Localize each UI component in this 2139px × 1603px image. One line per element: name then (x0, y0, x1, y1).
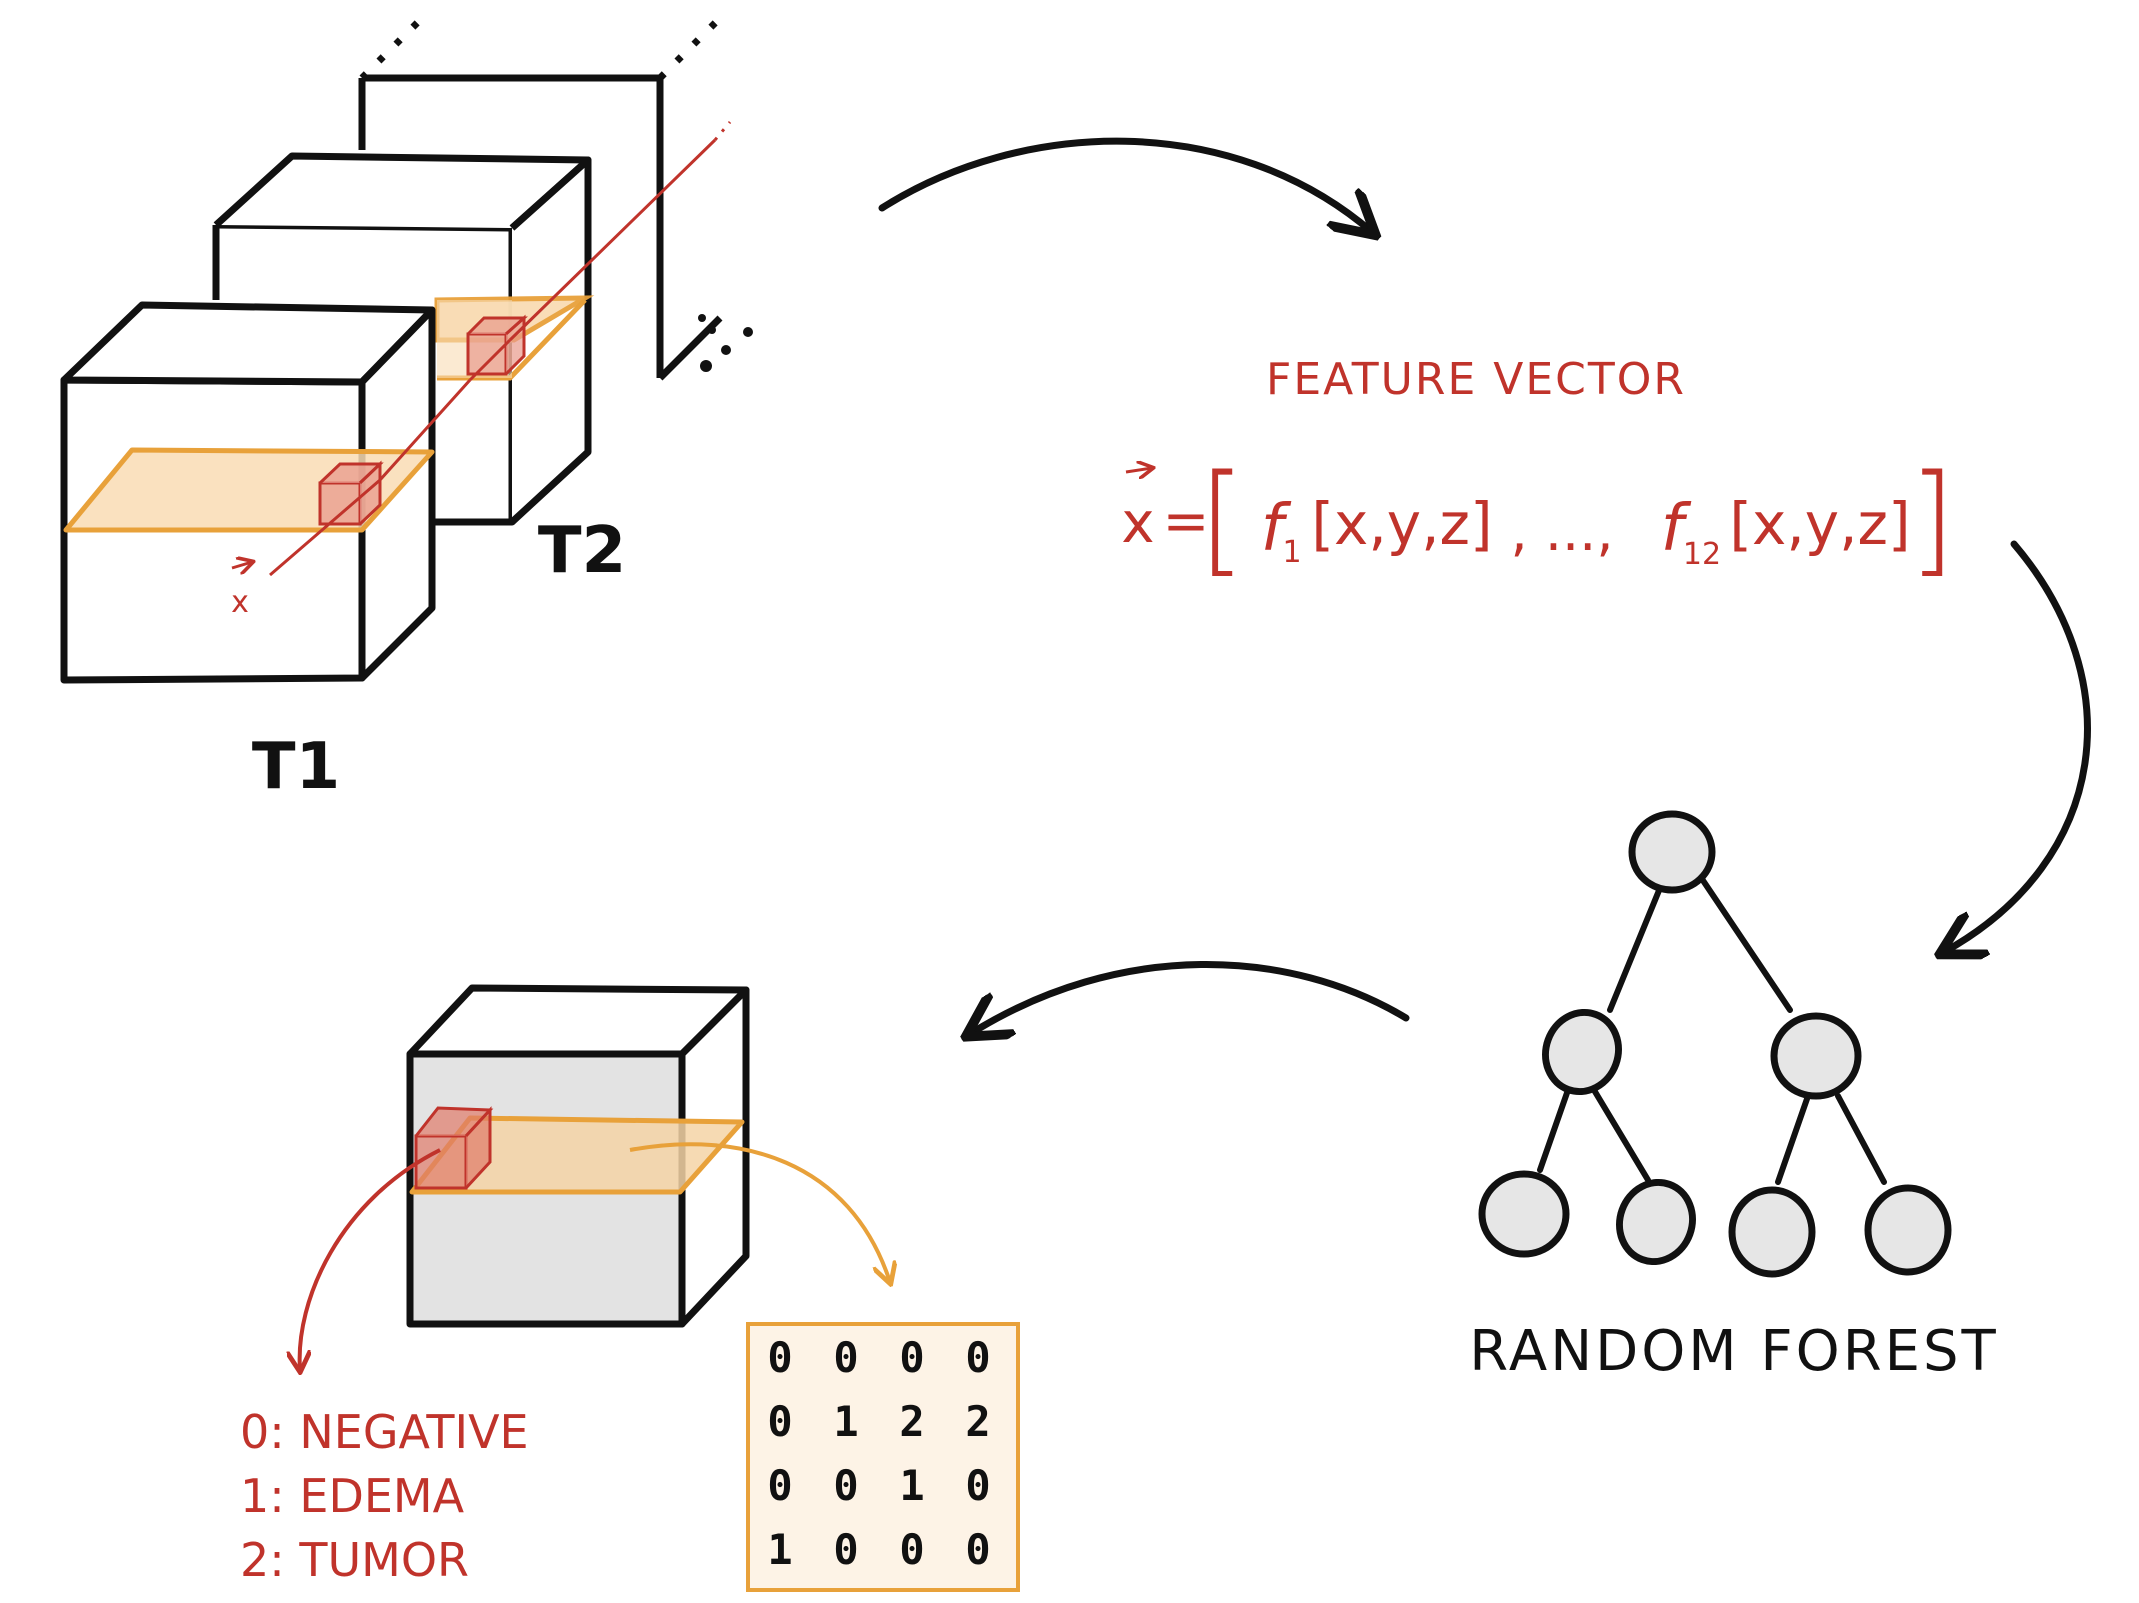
tree-node-left (1542, 1008, 1622, 1096)
arrow-forest-to-output (970, 961, 1410, 1034)
legend-item-negative: 0: NEGATIVE (240, 1405, 529, 1459)
voxel-output (414, 1106, 494, 1190)
label-matrix-frame (746, 1322, 1020, 1592)
matrix-cell: 0 (899, 1525, 924, 1574)
voxel-ray (269, 121, 732, 577)
t1-label: T1 (252, 730, 340, 804)
matrix-cell: 0 (965, 1333, 990, 1382)
fv-f-last-sub: 12 (1683, 537, 1721, 572)
voxel-x-text: x (231, 585, 249, 620)
matrix-cell: 0 (899, 1333, 924, 1382)
matrix-cell: 0 (767, 1397, 792, 1446)
fv-equals: = (1163, 489, 1210, 554)
legend-item-edema: 1: EDEMA (240, 1469, 465, 1523)
tree-node-leaf-1 (1478, 1170, 1570, 1258)
fv-lhs: x (1121, 491, 1154, 556)
fv-f-first-args: [x,y,z] (1311, 490, 1492, 558)
arrow-slice-to-matrix (629, 1142, 890, 1282)
tree-edges (1537, 873, 1887, 1185)
fv-f-first-sub: 1 (1282, 535, 1301, 570)
matrix-cell: 0 (833, 1333, 858, 1382)
tree-node-right (1770, 1012, 1862, 1100)
arrow-volumes-to-features (878, 137, 1372, 232)
feature-vector-equation: x = [ f 1 [x,y,z] , ..., f 12 [x,y,z] ] (1121, 450, 1955, 589)
matrix-cell: 0 (767, 1461, 792, 1510)
flow-arrows (878, 137, 2091, 1034)
voxel-t2 (466, 314, 528, 376)
ellipsis-dots (698, 314, 753, 372)
voxel-vector-label: x (231, 562, 252, 620)
volume-t1 (60, 301, 436, 684)
tree-nodes (1478, 810, 1952, 1278)
fv-close-bracket: ] (1909, 450, 1956, 589)
tree-node-leaf-4 (1864, 1184, 1952, 1276)
matrix-cell: 1 (767, 1525, 792, 1574)
class-legend: 0: NEGATIVE 1: EDEMA 2: TUMOR (240, 1405, 529, 1587)
matrix-cell: 1 (833, 1397, 858, 1446)
fv-open-bracket: [ (1199, 450, 1246, 589)
arrow-voxel-to-legend (300, 1148, 441, 1370)
output-volume (300, 984, 890, 1370)
matrix-cell: 0 (767, 1333, 792, 1382)
fv-separator: , ..., (1511, 500, 1614, 563)
matrix-cell: 0 (833, 1461, 858, 1510)
random-forest-label: RANDOM FOREST (1469, 1319, 1999, 1384)
feature-vector-title: FEATURE VECTOR (1266, 354, 1686, 405)
input-volumes: x T1 T2 (60, 15, 753, 804)
matrix-cell: 1 (899, 1461, 924, 1510)
matrix-cell: 2 (899, 1397, 924, 1446)
matrix-cell: 0 (833, 1525, 858, 1574)
matrix-cell: 2 (965, 1397, 990, 1446)
random-forest: RANDOM FOREST (1469, 810, 1999, 1384)
arrow-features-to-forest (1944, 540, 2091, 952)
matrix-cell: 0 (965, 1525, 990, 1574)
t2-label: T2 (538, 514, 626, 588)
tree-node-root (1628, 810, 1716, 894)
tree-node-leaf-3 (1728, 1186, 1816, 1278)
feature-vector: FEATURE VECTOR x = [ f 1 [x,y,z] , ..., … (1121, 354, 1955, 589)
matrix-cell: 0 (965, 1461, 990, 1510)
tree-node-leaf-2 (1616, 1178, 1696, 1266)
fv-f-last-args: [x,y,z] (1729, 490, 1910, 558)
legend-item-tumor: 2: TUMOR (240, 1533, 469, 1587)
voxel-t1 (318, 460, 384, 526)
